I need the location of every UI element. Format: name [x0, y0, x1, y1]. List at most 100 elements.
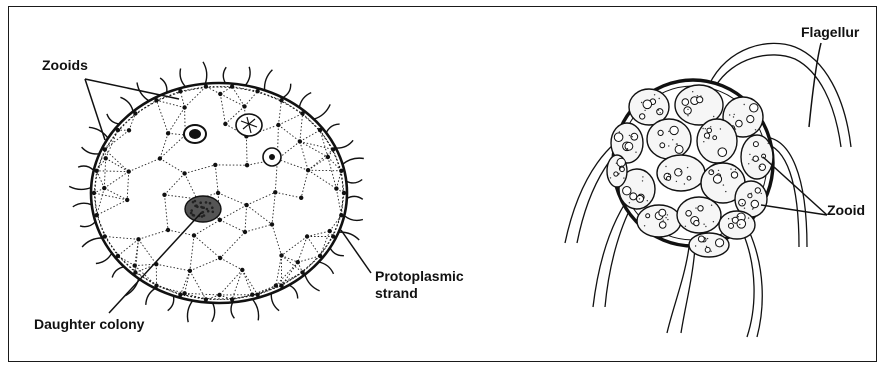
cell-granule — [686, 211, 692, 217]
flagellum-spike — [82, 147, 100, 154]
protoplasmic-strand — [168, 133, 185, 135]
cell-stipple — [749, 154, 750, 155]
flagellum-spike — [107, 114, 119, 124]
cell-granule — [625, 142, 633, 150]
flagellum-spike — [73, 203, 92, 207]
flagellum-spike — [265, 70, 273, 91]
protoplasmic-strand — [139, 230, 169, 239]
label-zooids-right: Zooid — [827, 203, 865, 218]
zooid-dot — [188, 269, 192, 273]
cell-stipple — [753, 207, 754, 208]
cell-stipple — [639, 198, 640, 199]
flagellum-spike — [82, 238, 102, 247]
zooid-dot — [273, 190, 277, 194]
daughter-colony-cell — [212, 211, 215, 214]
cell-stipple — [758, 159, 759, 160]
cell-stipple — [713, 221, 714, 222]
protoplasmic-strand — [160, 159, 185, 174]
cell-stipple — [720, 128, 721, 129]
flagellum-spike — [347, 196, 363, 199]
cell-stipple — [623, 177, 624, 178]
daughter-colony-cell — [201, 215, 204, 218]
cell-stipple — [667, 219, 668, 220]
zooid-dot — [182, 171, 186, 175]
zooid-dot — [223, 122, 227, 126]
protoplasmic-strand — [165, 195, 169, 230]
protoplasmic-strand — [218, 193, 247, 205]
cell-granule — [707, 128, 712, 133]
cell-stipple — [641, 102, 642, 103]
protoplasmic-strand — [300, 142, 328, 158]
cell-stipple — [687, 109, 688, 110]
cell-stipple — [710, 251, 711, 252]
cell-stipple — [721, 245, 722, 246]
zooid-dot — [274, 283, 278, 287]
protoplasmic-strand — [282, 256, 303, 273]
cell-stipple — [730, 168, 731, 169]
zooid-dot — [243, 230, 247, 234]
cell-stipple — [642, 180, 643, 181]
cell-stipple — [687, 167, 688, 168]
daughter-colony-cell — [202, 211, 205, 214]
zooid-dot — [127, 169, 131, 173]
protoplasmic-strand — [190, 235, 194, 270]
zooid-dot — [342, 191, 346, 195]
zooid-dot — [240, 268, 244, 272]
cell-stipple — [712, 171, 713, 172]
cell-stipple — [697, 95, 698, 96]
cell-granule — [698, 236, 704, 242]
cell-stipple — [619, 131, 620, 132]
protoplasmic-strand — [104, 158, 105, 188]
cell-granule — [748, 194, 752, 198]
label-zooids-left: Zooids — [42, 58, 88, 73]
cell-granule — [682, 99, 689, 106]
cell-stipple — [668, 145, 669, 146]
protoplasmic-strand — [220, 258, 242, 270]
protoplasmic-strand — [300, 114, 303, 142]
cell-stipple — [672, 139, 673, 140]
protoplasmic-strand — [104, 172, 128, 189]
cell-stipple — [708, 138, 709, 139]
protoplasmic-strand — [247, 192, 276, 205]
flagellum — [667, 247, 689, 333]
zooid-dot — [217, 293, 221, 297]
protoplasmic-strand — [220, 270, 243, 295]
colony-illustration — [69, 62, 364, 322]
cell-stipple — [665, 166, 666, 167]
protoplasmic-strand — [129, 114, 135, 131]
protoplasmic-strand — [282, 237, 308, 256]
daughter-colony-cell — [194, 205, 197, 208]
cell-stipple — [663, 220, 664, 221]
cell-granule — [698, 206, 703, 211]
zooid-dot — [305, 234, 309, 238]
cell-stipple — [692, 91, 693, 92]
cell-stipple — [635, 152, 636, 153]
cell-granule — [658, 130, 663, 135]
cell-stipple — [752, 159, 753, 160]
label-protoplasmic-strand-line2: strand — [375, 286, 418, 301]
cell-granule — [697, 97, 703, 103]
cell-stipple — [662, 142, 663, 143]
daughter-colony-cell — [193, 214, 196, 217]
cell-granule — [747, 116, 754, 123]
zooid-dot — [296, 260, 300, 264]
flagellum-spike — [187, 301, 192, 323]
cell-granule — [755, 188, 760, 193]
protoplasmic-strand — [298, 237, 307, 263]
cell-stipple — [695, 245, 696, 246]
flagellum-spike — [78, 166, 94, 170]
cell-stipple — [744, 208, 745, 209]
label-daughter-colony: Daughter colony — [34, 317, 144, 332]
flagellum-spike — [212, 303, 215, 322]
flagellum-spike — [80, 222, 95, 227]
zooid-dot — [270, 222, 274, 226]
cell-stipple — [718, 170, 719, 171]
protoplasmic-strand — [278, 114, 302, 126]
cell-stipple — [667, 214, 668, 215]
cell-stipple — [702, 128, 703, 129]
daughter-colony-cell — [199, 201, 202, 204]
cell-stipple — [742, 203, 743, 204]
daughter-colony-cell — [207, 210, 210, 213]
cell-granule — [630, 193, 637, 200]
flagellum-spike — [120, 97, 133, 111]
